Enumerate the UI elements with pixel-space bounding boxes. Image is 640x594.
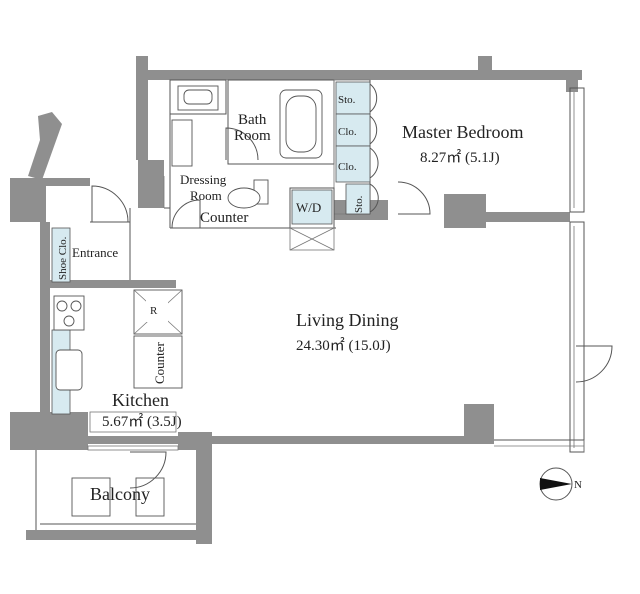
- balcony-label: Balcony: [90, 484, 150, 504]
- compass-arrow-icon: [540, 478, 572, 490]
- room-labels: Master Bedroom 8.27㎡ (5.1J) Living Dinin…: [57, 94, 523, 504]
- clo-1-label: Clo.: [338, 126, 357, 138]
- storage-blocks: [51, 81, 371, 415]
- kitchen-area: 5.67㎡ (3.5J): [102, 413, 182, 430]
- master-bedroom-name: Master Bedroom: [402, 122, 523, 142]
- living-dining-area: 24.30㎡ (15.0J): [296, 337, 391, 354]
- bath-room-line1: Bath: [238, 112, 267, 128]
- kitchen-name: Kitchen: [112, 390, 169, 410]
- fixtures: [35, 85, 323, 530]
- bath-room-line2: Room: [234, 128, 271, 144]
- dressing-room-line1: Dressing: [180, 172, 227, 187]
- entrance-label: Entrance: [72, 245, 118, 260]
- kitchen-counter-label: Counter: [152, 341, 167, 384]
- dressing-room-line2: Room: [190, 188, 222, 203]
- sto-bottom-label: Sto.: [353, 195, 365, 213]
- clo-2-label: Clo.: [338, 161, 357, 173]
- counter-top-label: Counter: [200, 210, 248, 226]
- master-bedroom-area: 8.27㎡ (5.1J): [420, 149, 500, 166]
- walls: [10, 56, 582, 544]
- wd-label: W/D: [296, 200, 321, 215]
- doors: [87, 83, 613, 489]
- living-dining-name: Living Dining: [296, 310, 399, 330]
- sto-top-label: Sto.: [338, 94, 356, 106]
- compass-north-label: N: [574, 479, 582, 491]
- compass: N: [539, 467, 582, 501]
- fridge-label: R: [150, 305, 158, 317]
- shoe-clo-label: Shoe Clo.: [57, 236, 69, 280]
